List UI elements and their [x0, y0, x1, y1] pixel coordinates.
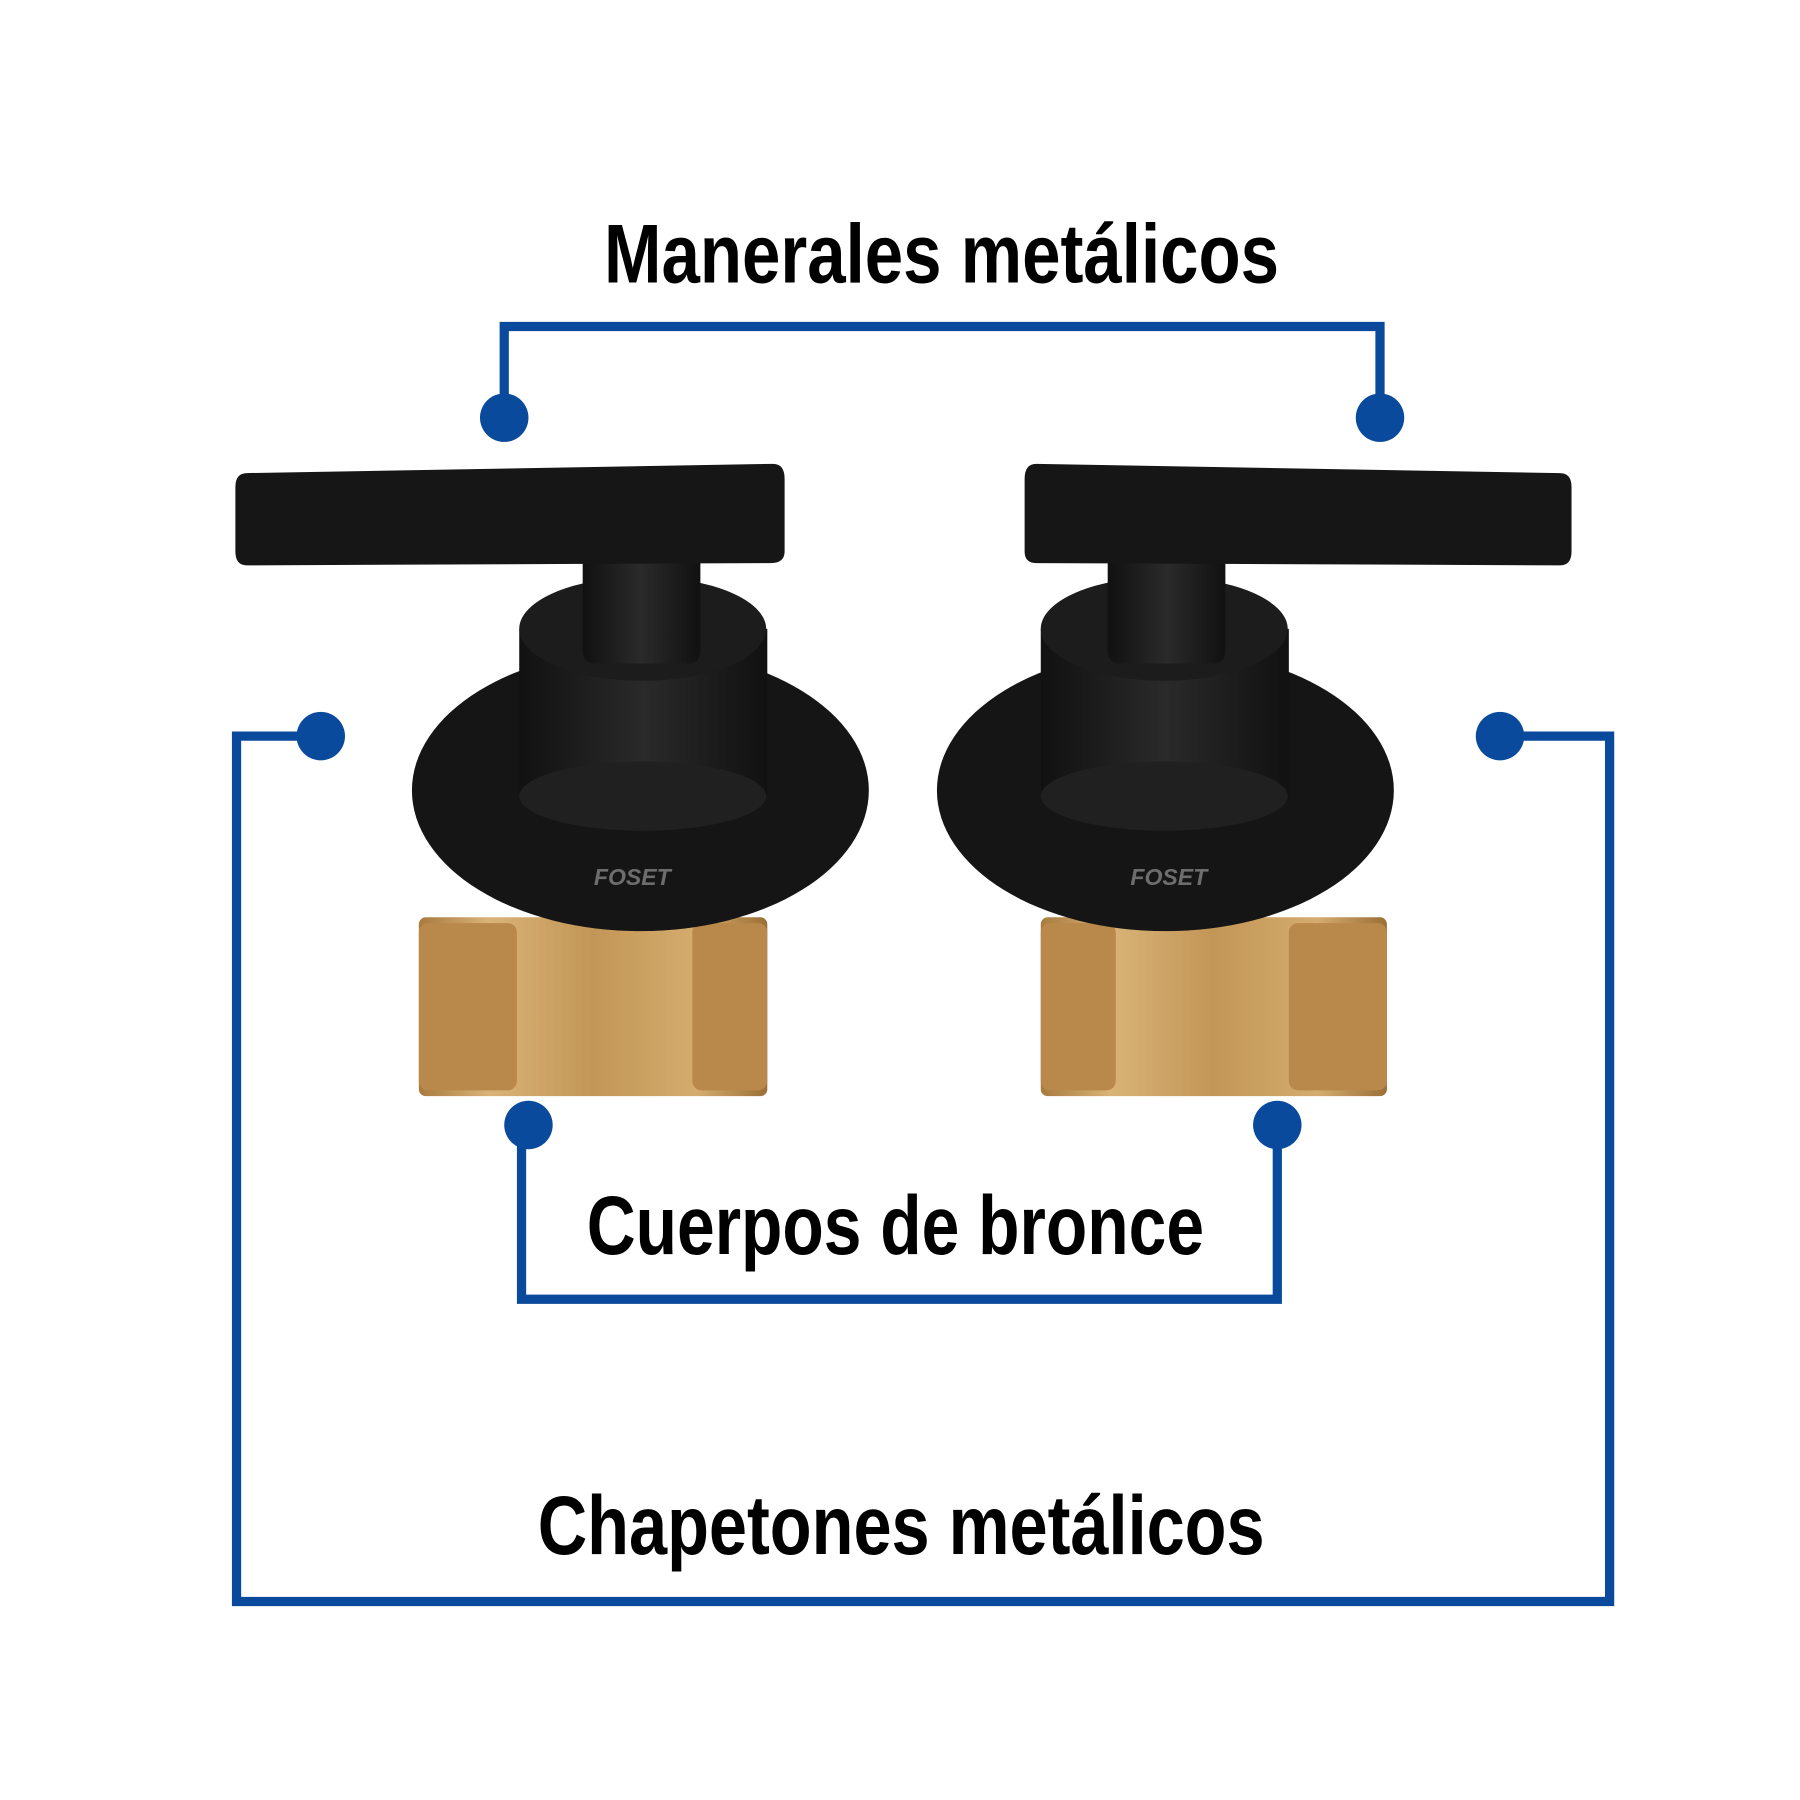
callout-dot — [1253, 1100, 1302, 1150]
callout-bodies — [516, 1125, 1282, 1304]
valve-left: FOSET — [235, 463, 869, 1097]
lever-handle — [1024, 463, 1572, 566]
label-handles: Manerales metálicos — [604, 208, 1279, 301]
brand-logo: FOSET — [1130, 864, 1209, 890]
callout-handles — [499, 321, 1385, 418]
callout-dot — [1475, 711, 1525, 761]
valve-right: FOSET — [936, 463, 1572, 1097]
label-bodies: Cuerpos de bronce — [587, 1179, 1204, 1272]
lever-handle — [235, 463, 785, 566]
brand-logo: FOSET — [594, 864, 673, 890]
callout-dot — [1355, 393, 1405, 442]
callout-escutcheons — [231, 731, 1615, 1607]
stem — [582, 542, 701, 664]
stem — [1107, 542, 1226, 664]
brass-body — [1040, 917, 1387, 1097]
callout-dot — [296, 711, 345, 761]
callout-dot — [480, 393, 529, 442]
callout-dot — [504, 1100, 553, 1150]
label-escutcheons: Chapetones metálicos — [538, 1479, 1265, 1572]
brass-body — [418, 917, 768, 1097]
